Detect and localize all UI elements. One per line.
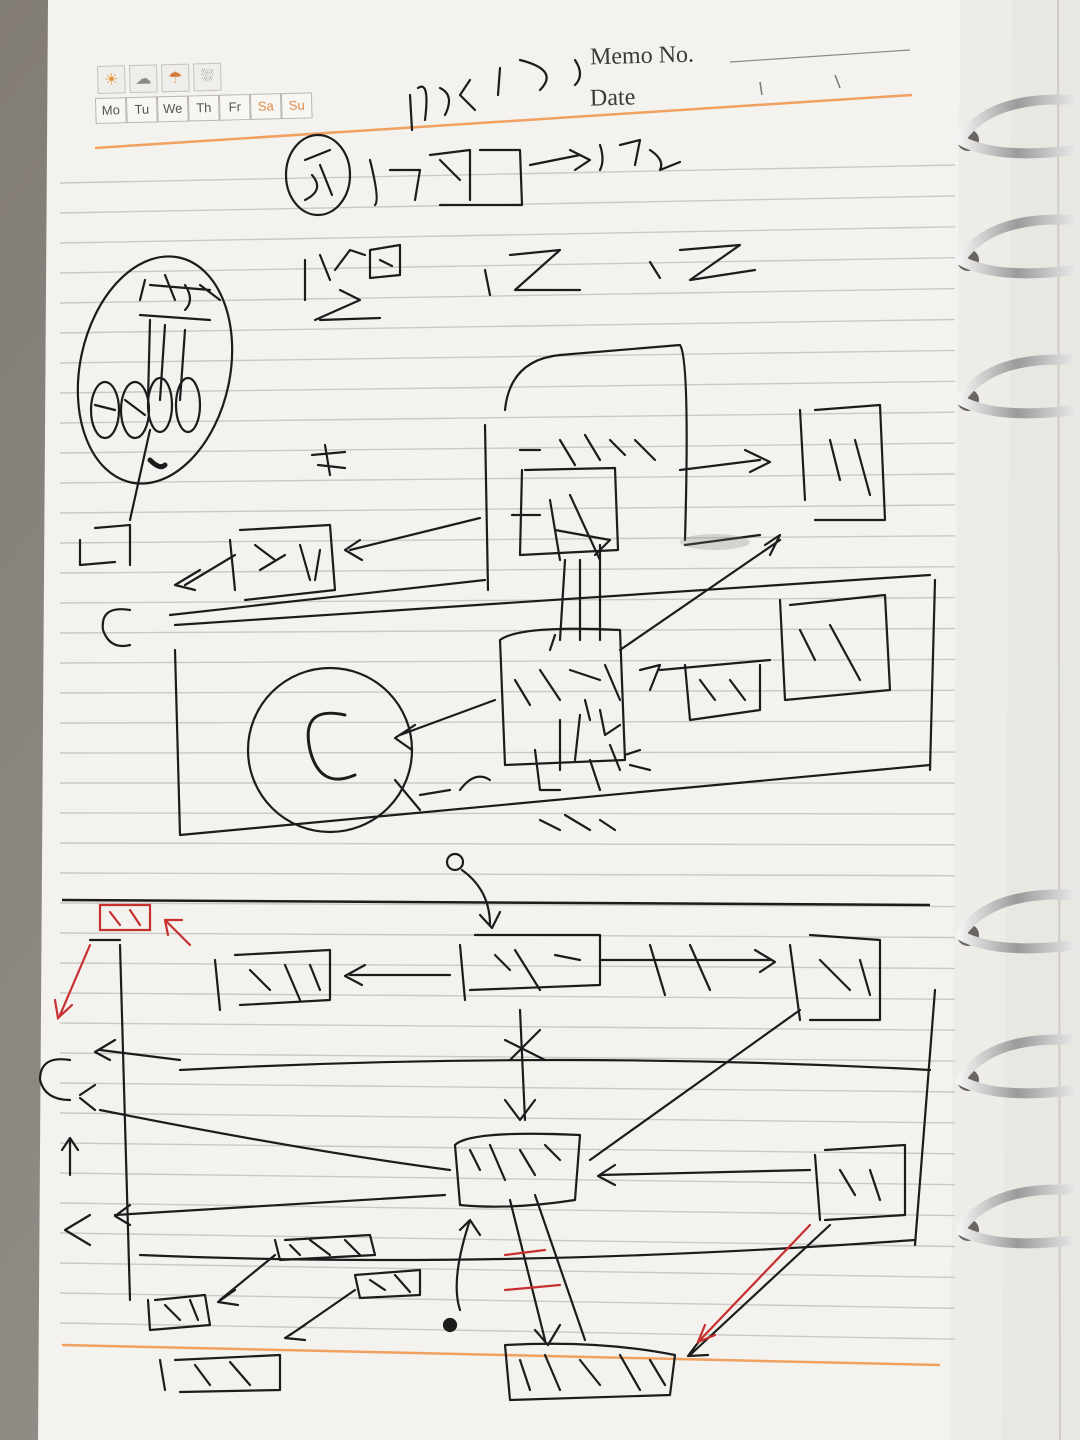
weekday-tu: Tu [125,96,158,124]
ruled-line [59,1262,956,1279]
binder-ring [955,1184,1080,1249]
weekday-fr: Fr [218,93,251,121]
weekday-mo: Mo [95,97,127,124]
weather-icons: ☀ ☁ ☂ ⛆ [97,62,222,94]
ruled-line [59,1202,956,1217]
ink-smudge [680,534,750,550]
ruled-line [59,658,956,664]
ruled-line [59,842,956,846]
memo-label: Memo No. [589,41,695,71]
weekday-su: Su [280,92,313,120]
weekday-th: Th [187,94,220,122]
binder-ring [955,214,1080,279]
ruled-line [59,504,956,514]
ruled-line [59,380,956,394]
ruled-line [59,872,956,877]
rain-cloud-icon: ⛆ [192,62,222,92]
binder-ring [955,1034,1080,1099]
ruled-line [59,902,956,908]
ruled-line [59,1112,956,1124]
left-page [38,0,1012,1440]
ruled-line [59,226,956,244]
ruled-line [59,1082,956,1093]
binder-rings [955,94,1080,1249]
date-label: Date [589,84,636,112]
ruled-line [59,1172,956,1186]
umbrella-icon: ☂ [160,63,190,93]
ruled-line [59,473,956,484]
weekday-sa: Sa [249,93,282,120]
header-rule [94,93,913,150]
binder-ring [955,889,1080,954]
cloud-icon: ☁ [128,64,158,94]
footer-rule [61,1343,941,1367]
ruled-line [59,1232,956,1248]
binder-ring [955,94,1080,159]
ruled-line [59,257,956,274]
ruled-line [59,596,956,604]
handwritten-sketch-bottom [38,852,937,1402]
ruled-line [59,992,956,1000]
ruled-line [59,627,956,634]
ruled-lines [59,164,956,1340]
sun-icon: ☀ [97,65,126,94]
ruled-line [59,287,956,304]
handwritten-sketch-top [76,58,937,837]
ruled-line [59,962,956,970]
ruled-line [59,1052,956,1062]
ruled-line [59,751,956,754]
weekday-we: We [156,95,189,123]
ruled-line [59,164,956,184]
ruled-line [59,566,956,574]
ruled-line [59,812,956,815]
ruled-line [59,1292,956,1309]
ruled-line [59,349,956,364]
binder-ring [955,354,1080,419]
ruled-line [59,535,956,544]
red-ink-strokes [53,903,812,1345]
ruled-line [59,720,956,724]
ruled-line [59,318,956,334]
ruled-line [59,411,956,424]
ruled-line [59,1142,956,1155]
ruled-line [59,442,956,454]
ruled-line [59,689,956,694]
ruled-line [59,1022,956,1031]
section-divider [61,898,931,907]
